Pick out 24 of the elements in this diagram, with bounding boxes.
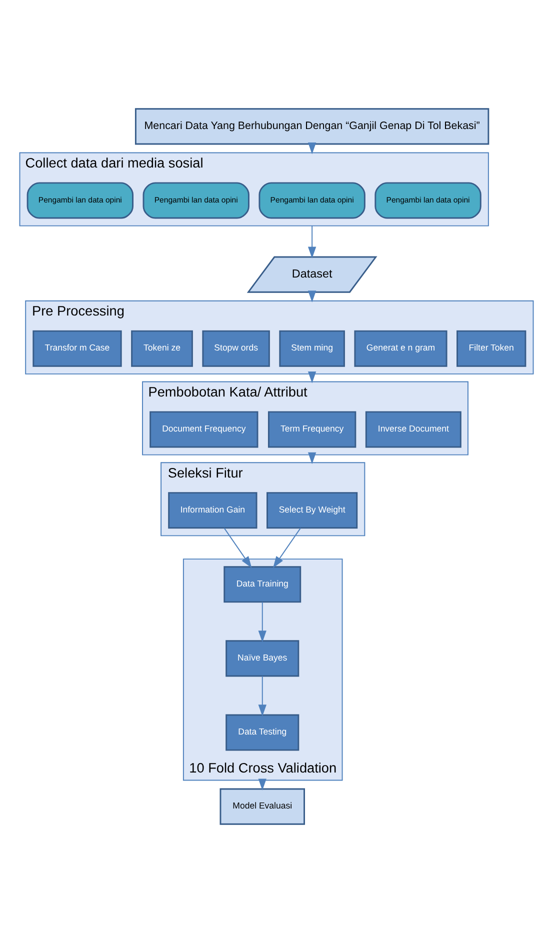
node-box: Stem ming	[279, 330, 345, 366]
node-box: Pengambi lan data opini	[258, 182, 366, 218]
node-box: Select By Weight	[266, 492, 358, 528]
node-box: Generat e n gram	[354, 330, 448, 366]
node-box: Data Training	[224, 566, 302, 602]
node-box: Tokeni ze	[131, 330, 193, 366]
node-box: Pengambi lan data opini	[142, 182, 250, 218]
arrow	[258, 675, 266, 716]
node-box: Stopw ords	[202, 330, 270, 366]
node-box: Pengambi lan data opini	[26, 182, 134, 218]
node-box: Naïve Bayes	[226, 640, 300, 676]
node-box: Pengambi lan data opini	[374, 182, 482, 218]
node-box: Filter Token	[456, 330, 526, 366]
node-box: Term Frequency	[268, 410, 356, 448]
node-box: Model Evaluasi	[220, 788, 305, 824]
arrow	[258, 601, 266, 642]
node-box: Inverse Document	[365, 410, 462, 448]
arrow	[224, 527, 252, 568]
node-box: Transfor m Case	[32, 330, 122, 366]
node-box: Data Testing	[226, 714, 300, 750]
node-box: Information Gain	[168, 492, 258, 528]
node-box: Document Frequency	[150, 410, 258, 448]
arrow	[308, 224, 316, 258]
arrow	[273, 527, 302, 568]
